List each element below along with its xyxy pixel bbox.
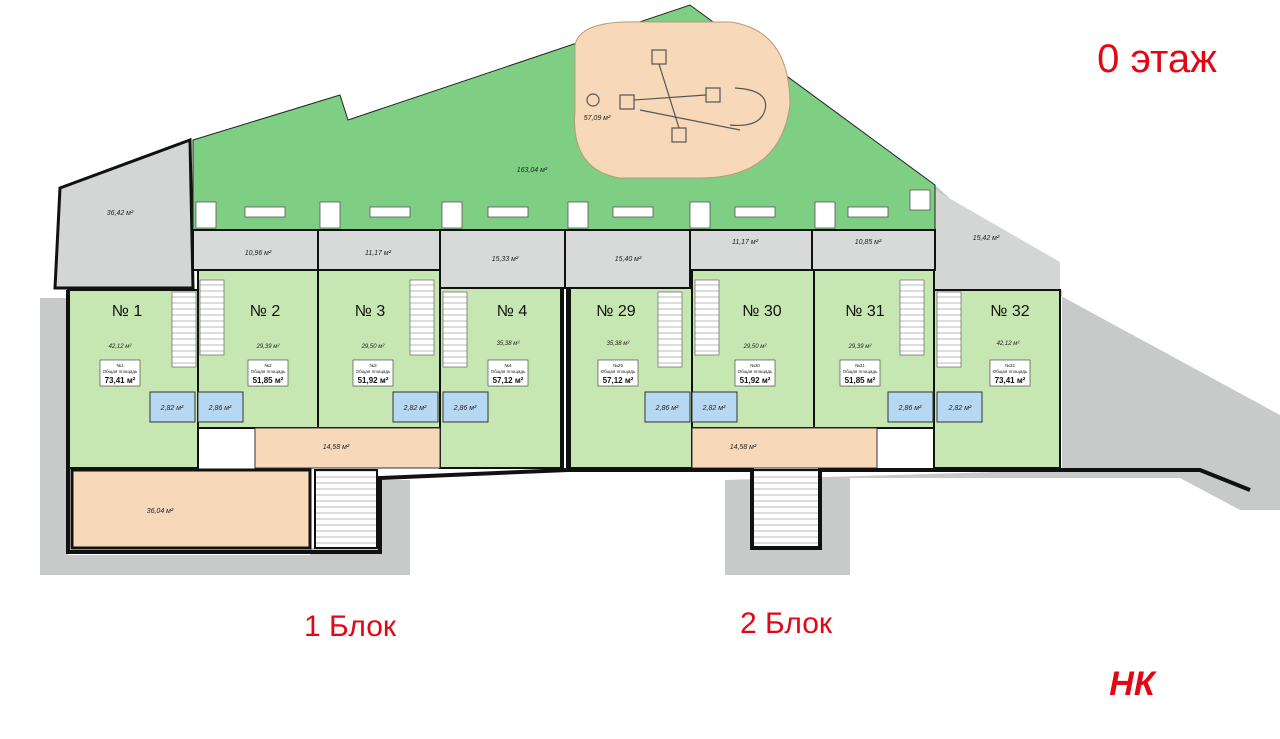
apartment-total-label-1: Общая площадь — [103, 369, 138, 374]
apartment-small-30: №30 — [750, 363, 760, 368]
patio-area-4: 15,40 м² — [615, 256, 642, 263]
gray-ground-right — [725, 185, 1280, 575]
bathroom-area-7: 2,86 м² — [898, 405, 922, 412]
block-1-label: 1 Блок — [304, 610, 397, 643]
apartment-number-32: № 32 — [990, 303, 1030, 320]
corridor-block2 — [691, 427, 878, 469]
corridor-block1 — [254, 427, 441, 469]
apartment-room-area-4: 35,38 м² — [497, 341, 521, 347]
terrace-right-area: 15,42 м² — [973, 235, 1000, 242]
apartment-total-label-29: Общая площадь — [601, 369, 636, 374]
playground-area: 57,09 м² — [584, 115, 611, 122]
apartment-room-area-32: 42,12 м² — [997, 341, 1021, 347]
apartment-room-area-1: 42,12 м² — [109, 344, 133, 350]
apartment-room-area-30: 29,50 м² — [743, 344, 768, 350]
corridor-block1-area: 14,58 м² — [323, 444, 350, 451]
bathroom-area-6: 2,82 м² — [702, 405, 726, 412]
apartment-room-area-29: 35,38 м² — [607, 341, 631, 347]
terrace-left-area: 36,42 м² — [107, 210, 134, 217]
apartment-card-3 — [352, 359, 394, 387]
lawn-steps — [195, 189, 931, 229]
bathrooms — [149, 391, 983, 423]
apartment-total-29: 57,12 м² — [603, 376, 634, 385]
patio-area-1: 10,96 м² — [245, 250, 272, 257]
bathroom-area-3: 2,82 м² — [403, 405, 427, 412]
stairwell-block2 — [751, 469, 821, 549]
logo: НК — [1109, 665, 1157, 703]
floor-title: 0 этаж — [1097, 37, 1217, 81]
apartment-card-4 — [487, 359, 529, 387]
apartment-card-32 — [989, 359, 1031, 387]
bathroom-area-1: 2,82 м² — [160, 405, 184, 412]
patio-area-2: 11,17 м² — [365, 250, 392, 257]
apartment-number-2: № 2 — [250, 303, 281, 320]
apartment-room-area-2: 29,39 м² — [256, 344, 281, 350]
apartment-card-31 — [839, 359, 881, 387]
apartment-total-label-2: Общая площадь — [251, 369, 286, 374]
apartment-small-1: №1 — [116, 363, 124, 368]
apartment-total-3: 51,92 м² — [358, 376, 389, 385]
apartment-labels: № 1 42,12 м² №1 Общая площадь 73,41 м² №… — [99, 303, 1031, 387]
apartment-total-label-3: Общая площадь — [356, 369, 391, 374]
apartment-small-2: №2 — [264, 363, 272, 368]
apartment-total-1: 73,41 м² — [105, 376, 136, 385]
bathroom-area-2: 2,86 м² — [208, 405, 232, 412]
apartment-total-2: 51,85 м² — [253, 376, 284, 385]
apartment-number-1: № 1 — [112, 303, 143, 320]
apartment-card-2 — [247, 359, 289, 387]
bathroom-area-8: 2,82 м² — [948, 405, 972, 412]
apartment-room-area-3: 29,50 м² — [361, 344, 386, 350]
corridor-block2-area: 14,58 м² — [730, 444, 757, 451]
apartment-card-1 — [99, 359, 141, 387]
patio-area-6: 10,85 м² — [855, 239, 882, 246]
apartment-total-label-32: Общая площадь — [993, 369, 1028, 374]
apartment-total-label-31: Общая площадь — [843, 369, 878, 374]
terrace-left — [53, 137, 195, 290]
apartment-number-31: № 31 — [845, 303, 885, 320]
apartment-card-29 — [597, 359, 639, 387]
stairwell-block1 — [314, 469, 378, 549]
lawn-area: 163,04 м² — [517, 167, 548, 174]
apartment-small-4: №4 — [504, 363, 512, 368]
apartment-number-30: № 30 — [742, 303, 782, 320]
commercial-room — [70, 468, 312, 550]
apartment-number-4: № 4 — [497, 303, 528, 320]
apartment-room-area-31: 29,39 м² — [848, 344, 873, 350]
lawn — [192, 4, 936, 231]
terrace-right — [935, 190, 1060, 290]
apartment-number-29: № 29 — [596, 303, 636, 320]
bathroom-area-5: 2,86 м² — [655, 405, 679, 412]
patio-area-3: 15,33 м² — [492, 256, 519, 263]
apartment-card-30 — [734, 359, 776, 387]
apartment-small-29: №29 — [613, 363, 623, 368]
logo-letters: НК — [1109, 665, 1157, 703]
apartment-total-label-30: Общая площадь — [738, 369, 773, 374]
apartment-total-4: 57,12 м² — [493, 376, 524, 385]
lawn-benches — [244, 206, 889, 218]
bathroom-area-4: 2,86 м² — [453, 405, 477, 412]
apartment-number-3: № 3 — [355, 303, 386, 320]
apartment-small-31: №31 — [855, 363, 865, 368]
apartment-total-31: 51,85 м² — [845, 376, 876, 385]
patio-area-5: 11,17 м² — [732, 239, 759, 246]
apartment-small-32: №32 — [1005, 363, 1015, 368]
playground — [574, 21, 791, 179]
apartment-total-label-4: Общая площадь — [491, 369, 526, 374]
apartment-total-30: 51,92 м² — [740, 376, 771, 385]
block-2-label: 2 Блок — [740, 607, 833, 640]
apartment-stairs — [171, 279, 962, 368]
apartment-total-32: 73,41 м² — [995, 376, 1026, 385]
apartment-small-3: №3 — [369, 363, 377, 368]
patios — [192, 229, 936, 289]
outer-walls — [66, 288, 1251, 554]
playground-structure — [586, 49, 767, 143]
commercial-area: 36,04 м² — [147, 508, 174, 515]
